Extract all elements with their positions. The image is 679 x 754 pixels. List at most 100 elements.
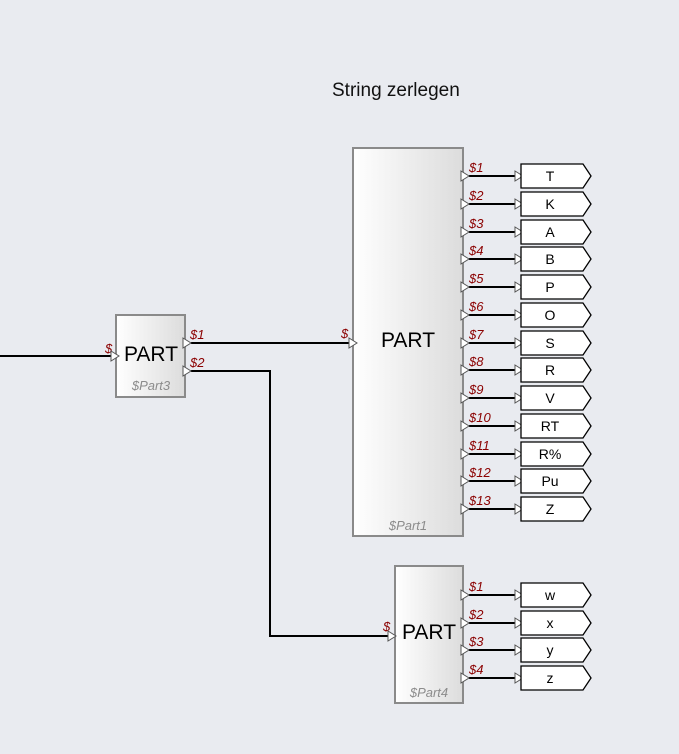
pin-part1-target-5[interactable] bbox=[514, 281, 524, 293]
output-connector-7[interactable]: S bbox=[520, 330, 592, 356]
output-connector-1-label: T bbox=[546, 168, 555, 184]
pin-part1-target-6[interactable] bbox=[514, 309, 524, 321]
output-connector-2-label: K bbox=[545, 196, 555, 212]
pin-part3-out-1[interactable] bbox=[182, 337, 192, 349]
pin-part4-target-1[interactable] bbox=[514, 589, 524, 601]
output-connector-11-shape[interactable] bbox=[520, 441, 592, 467]
output-connector-1-shape[interactable] bbox=[520, 163, 592, 189]
output-connector-6-shape[interactable] bbox=[520, 302, 592, 328]
output-connector-part4-1-label: w bbox=[544, 587, 556, 603]
pin-part4-target-3[interactable] bbox=[514, 644, 524, 656]
pin-label-part4-out-3: $3 bbox=[468, 634, 484, 649]
block-part1-input-label: $ bbox=[340, 326, 349, 341]
pin-label-part1-out-8: $8 bbox=[468, 354, 484, 369]
output-connector-part4-2[interactable]: x bbox=[520, 610, 592, 636]
output-connector-6[interactable]: O bbox=[520, 302, 592, 328]
output-connector-part4-1[interactable]: w bbox=[520, 582, 592, 608]
pin-label-part1-out-9: $9 bbox=[468, 382, 483, 397]
output-connector-4-shape[interactable] bbox=[520, 246, 592, 272]
pin-part1-target-7[interactable] bbox=[514, 337, 524, 349]
pin-part1-target-3[interactable] bbox=[514, 226, 524, 238]
pin-label-part4-out-4: $4 bbox=[468, 662, 483, 677]
output-connector-part4-2-shape[interactable] bbox=[520, 610, 592, 636]
pin-part1-out-5[interactable] bbox=[460, 281, 470, 293]
pin-label-part1-out-5: $5 bbox=[468, 271, 484, 286]
pin-part1-out-7[interactable] bbox=[460, 337, 470, 349]
pin-part1-target-12[interactable] bbox=[514, 475, 524, 487]
output-connector-12-shape[interactable] bbox=[520, 468, 592, 494]
output-connector-7-shape[interactable] bbox=[520, 330, 592, 356]
pin-part3-in[interactable] bbox=[110, 350, 120, 362]
output-connector-9[interactable]: V bbox=[520, 385, 592, 411]
pin-label-part1-out-12: $12 bbox=[468, 465, 491, 480]
block-part1-body[interactable] bbox=[352, 147, 464, 537]
output-connector-part4-1-shape[interactable] bbox=[520, 582, 592, 608]
pin-part1-target-13[interactable] bbox=[514, 503, 524, 515]
pin-part1-out-13[interactable] bbox=[460, 503, 470, 515]
output-connector-10-shape[interactable] bbox=[520, 413, 592, 439]
block-part1[interactable]: PART $Part1 $ bbox=[340, 147, 464, 537]
output-connector-3-label: A bbox=[545, 224, 555, 240]
pin-label-part1-out-3: $3 bbox=[468, 216, 484, 231]
pin-part4-target-4[interactable] bbox=[514, 672, 524, 684]
output-connector-part4-3-shape[interactable] bbox=[520, 637, 592, 663]
pin-part1-target-4[interactable] bbox=[514, 253, 524, 265]
output-connector-2-shape[interactable] bbox=[520, 191, 592, 217]
pin-part1-target-8[interactable] bbox=[514, 364, 524, 376]
output-connector-13[interactable]: Z bbox=[520, 496, 592, 522]
block-part3-input-label: $ bbox=[104, 341, 113, 356]
output-connector-5-shape[interactable] bbox=[520, 274, 592, 300]
output-connector-13-shape[interactable] bbox=[520, 496, 592, 522]
output-connector-4[interactable]: B bbox=[520, 246, 592, 272]
pin-part1-out-12[interactable] bbox=[460, 475, 470, 487]
block-part3[interactable]: PART $Part3 $ bbox=[104, 314, 186, 398]
output-connector-3-shape[interactable] bbox=[520, 219, 592, 245]
output-connector-part4-3[interactable]: y bbox=[520, 637, 592, 663]
pin-part1-out-2[interactable] bbox=[460, 198, 470, 210]
output-connector-5[interactable]: P bbox=[520, 274, 592, 300]
output-connector-11[interactable]: R% bbox=[520, 441, 592, 467]
block-part4-input-label: $ bbox=[382, 619, 391, 634]
pin-part1-target-11[interactable] bbox=[514, 448, 524, 460]
output-connector-part4-4-label: z bbox=[547, 670, 554, 686]
pin-label-part4-out-1: $1 bbox=[468, 579, 483, 594]
pin-label-part1-out-2: $2 bbox=[468, 188, 484, 203]
output-connector-13-label: Z bbox=[546, 501, 555, 517]
block-part4-label: PART bbox=[402, 621, 456, 644]
output-connector-8[interactable]: R bbox=[520, 357, 592, 383]
pin-label-part1-out-6: $6 bbox=[468, 299, 484, 314]
output-connector-2[interactable]: K bbox=[520, 191, 592, 217]
block-part4-body[interactable] bbox=[394, 565, 464, 704]
pin-part4-in[interactable] bbox=[387, 630, 397, 642]
pin-part1-out-9[interactable] bbox=[460, 392, 470, 404]
pin-label-part1-out-13: $13 bbox=[468, 493, 491, 508]
pin-part1-out-10[interactable] bbox=[460, 420, 470, 432]
pin-part1-out-1[interactable] bbox=[460, 170, 470, 182]
output-connector-1[interactable]: T bbox=[520, 163, 592, 189]
pin-part3-out-2[interactable] bbox=[182, 365, 192, 377]
pin-part4-out-4[interactable] bbox=[460, 672, 470, 684]
pin-part1-out-3[interactable] bbox=[460, 226, 470, 238]
output-connector-9-shape[interactable] bbox=[520, 385, 592, 411]
pin-part1-out-11[interactable] bbox=[460, 448, 470, 460]
pin-part1-out-4[interactable] bbox=[460, 253, 470, 265]
pin-part1-target-2[interactable] bbox=[514, 198, 524, 210]
pin-part1-target-1[interactable] bbox=[514, 170, 524, 182]
pin-part4-out-2[interactable] bbox=[460, 617, 470, 629]
output-connector-3[interactable]: A bbox=[520, 219, 592, 245]
pin-part4-out-1[interactable] bbox=[460, 589, 470, 601]
pin-part1-in[interactable] bbox=[348, 337, 358, 349]
output-connector-12[interactable]: Pu bbox=[520, 468, 592, 494]
output-connector-10[interactable]: RT bbox=[520, 413, 592, 439]
pin-part4-out-3[interactable] bbox=[460, 644, 470, 656]
pin-part1-target-10[interactable] bbox=[514, 420, 524, 432]
pin-part1-target-9[interactable] bbox=[514, 392, 524, 404]
pin-part1-out-6[interactable] bbox=[460, 309, 470, 321]
output-connector-part4-4-shape[interactable] bbox=[520, 665, 592, 691]
output-connector-8-shape[interactable] bbox=[520, 357, 592, 383]
output-connector-part4-4[interactable]: z bbox=[520, 665, 592, 691]
pin-part1-out-8[interactable] bbox=[460, 364, 470, 376]
pin-part4-target-2[interactable] bbox=[514, 617, 524, 629]
block-part4[interactable]: PART $Part4 $ bbox=[382, 565, 464, 704]
